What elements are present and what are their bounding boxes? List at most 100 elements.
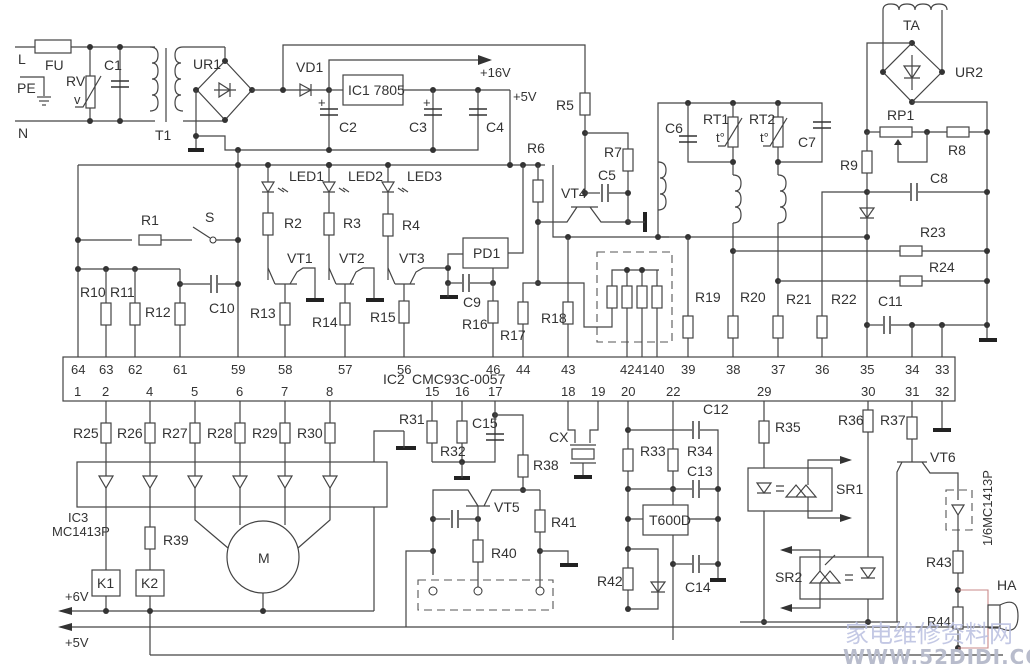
led2-label: LED2	[348, 168, 383, 184]
r3-label: R3	[343, 215, 361, 231]
pd1-box	[462, 237, 509, 269]
ur2-label: UR2	[955, 64, 983, 80]
bridge-label: UR1	[193, 56, 221, 72]
r10-label: R10	[80, 284, 106, 300]
ic2-pin-19: 19	[591, 384, 605, 399]
ic2-pin-46: 46	[486, 362, 500, 377]
regulator-section: VD1 +16V IC1 7805 + C2 + C3 C4 +5V	[235, 44, 586, 165]
switch-label: S	[205, 209, 214, 225]
r17-label: R17	[500, 327, 526, 343]
connector-pin[interactable]	[473, 586, 483, 596]
r28-label: R28	[207, 425, 233, 441]
led3-label: LED3	[407, 168, 442, 184]
ssr-sr1	[747, 467, 833, 512]
sr2-label: SR2	[775, 569, 802, 585]
c2-label: C2	[339, 119, 357, 135]
varistor-rv	[85, 75, 96, 109]
r2-label: R2	[284, 215, 302, 231]
ic2-pin-42: 42	[620, 362, 634, 377]
current-sense: TA UR2 RP1 R8 R9 C8 R23 R24	[733, 3, 997, 365]
vd1-label: VD1	[296, 59, 323, 75]
connector-pin[interactable]	[535, 586, 545, 596]
vt6-icon	[896, 458, 959, 622]
ic2-pin-18: 18	[561, 384, 575, 399]
pd1-section: PD1 C9 R16 R6 R17 R18	[440, 140, 669, 365]
c5-label: C5	[598, 167, 616, 183]
c4-label: C4	[486, 119, 504, 135]
crystal-label: CX	[549, 429, 569, 445]
ic3-name: IC3	[68, 510, 88, 525]
ic3-driver: R25 R26 R27 R28 R29 R30 IC3 MC1413P R39 …	[52, 401, 1003, 656]
potentiometer-rp1[interactable]	[879, 126, 913, 138]
vt2-icon	[328, 267, 375, 300]
input-network: R1 S R10 R11 R12 C10	[75, 209, 241, 365]
r21-label: R21	[786, 291, 812, 307]
ic2-pin-63: 63	[99, 362, 113, 377]
ic2-pin-6: 6	[236, 384, 243, 399]
motor-label: M	[258, 550, 270, 566]
buzzer-label: HA	[997, 577, 1017, 593]
regulator-ic1	[342, 74, 404, 106]
svg-text:+: +	[423, 95, 431, 110]
transformer-label: T1	[155, 127, 172, 143]
ic2-pin-7: 7	[281, 384, 288, 399]
v16-label: +16V	[480, 65, 511, 80]
led1-icon	[260, 162, 289, 194]
r8-label: R8	[948, 142, 966, 158]
regulator-label: IC1 7805	[348, 82, 405, 98]
ic2-pin-5: 5	[191, 384, 198, 399]
timer-t600d	[642, 504, 689, 536]
crystal-cx: CX	[549, 401, 599, 479]
driver-channel: R27	[162, 401, 204, 507]
ic2-pin-30: 30	[861, 384, 875, 399]
ic2-pin-34: 34	[905, 362, 919, 377]
rt1-label: RT1	[703, 111, 729, 127]
ic2-pin-43: 43	[561, 362, 575, 377]
ic2-pin-40: 40	[650, 362, 664, 377]
c15-label: C15	[472, 415, 498, 431]
r26-label: R26	[117, 425, 143, 441]
r14-label: R14	[312, 314, 338, 330]
ic2-pin-56: 56	[397, 362, 411, 377]
output-section: R35 SR1 R36 SR2 R37 VT6 1/6MC1413P	[740, 401, 1019, 651]
ic2-pin-2: 2	[102, 384, 109, 399]
t600d-section: C12 R33 R34 C13 T600D C14 R42	[597, 401, 729, 640]
ic2-pin-44: 44	[516, 362, 530, 377]
rt2-temp: t°	[760, 130, 769, 145]
ic2-pin-61: 61	[173, 362, 187, 377]
vt6-label: VT6	[930, 449, 956, 465]
ta-label: TA	[903, 17, 921, 33]
ic2-pin-57: 57	[338, 362, 352, 377]
r12-label: R12	[145, 304, 171, 320]
switch-s-icon[interactable]	[192, 226, 211, 239]
vt4-icon	[538, 206, 628, 223]
r5-label: R5	[556, 97, 574, 113]
svg-text:+: +	[318, 95, 326, 110]
diode-vd1	[299, 82, 313, 98]
vt1-label: VT1	[287, 250, 313, 266]
arrow-16v-icon	[478, 55, 492, 65]
driver-channel: R30	[297, 401, 339, 507]
buzzer-ha-icon	[999, 601, 1019, 631]
ic3-sub-label: 1/6MC1413P	[980, 470, 995, 546]
r6-label: R6	[527, 140, 545, 156]
vt2-label: VT2	[339, 250, 365, 266]
arrow-6v-icon	[58, 607, 72, 615]
watermark-url: WWW.52DIDI.COM	[843, 645, 1030, 664]
r30-label: R30	[297, 425, 323, 441]
ic2-pin-1: 1	[74, 384, 81, 399]
v5-rail-label: +5V	[65, 635, 89, 650]
mains-input: L FU PE N RV v C1	[15, 39, 155, 141]
r25-label: R25	[73, 425, 99, 441]
connector-pin[interactable]	[428, 586, 438, 596]
ic2-pin-33: 33	[935, 362, 949, 377]
r13-label: R13	[250, 305, 276, 321]
r40-label: R40	[491, 545, 517, 561]
ic2-pin-8: 8	[326, 384, 333, 399]
bridge-ur1: UR1	[183, 46, 270, 152]
ic2-pin-32: 32	[935, 384, 949, 399]
ic2-name: IC2	[383, 371, 405, 387]
ic2-pin-4: 4	[146, 384, 153, 399]
r32-label: R32	[440, 443, 466, 459]
